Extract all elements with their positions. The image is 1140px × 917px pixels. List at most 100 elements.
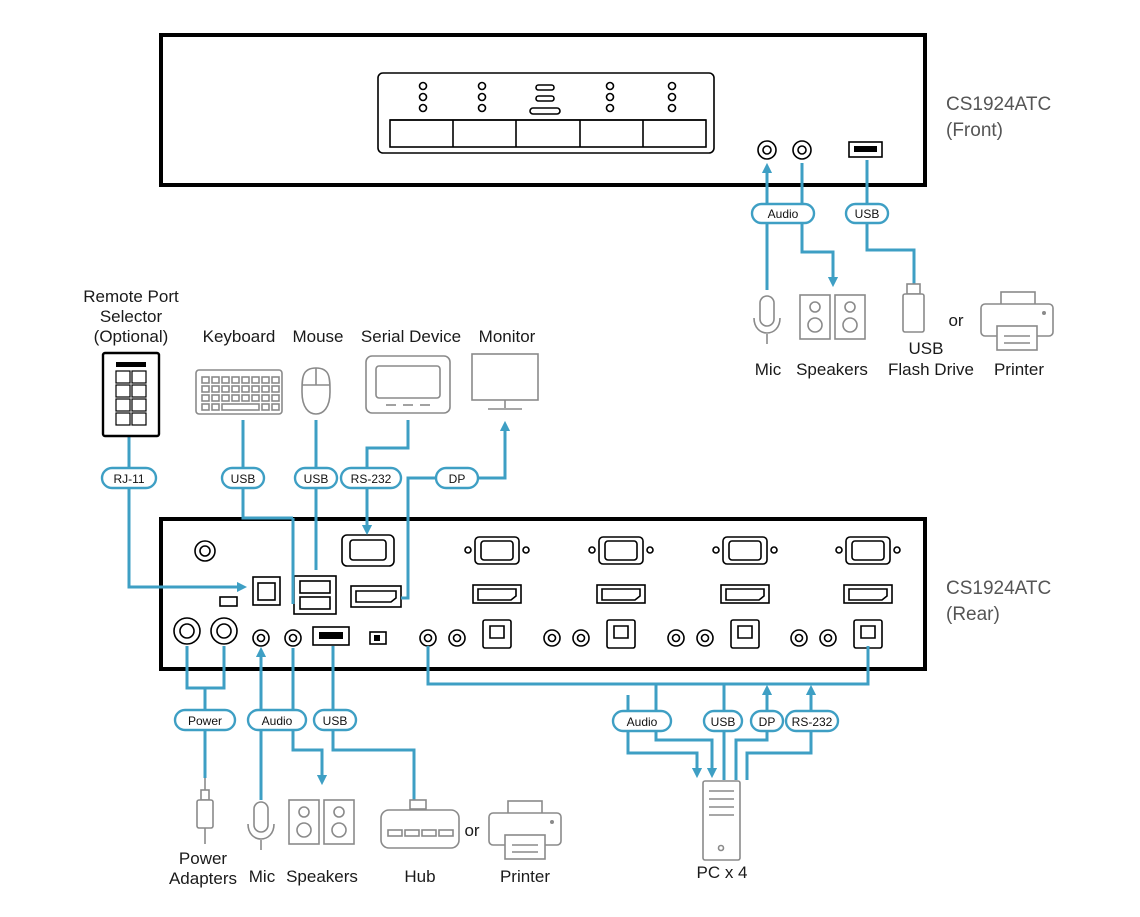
remote-port-selector-label-3: (Optional)	[94, 327, 169, 346]
pc-tower-icon	[702, 780, 741, 861]
keyboard-key	[261, 385, 270, 393]
pc-port-4-audio-jack-core	[823, 633, 833, 643]
pc-port-2-dp	[596, 584, 646, 604]
pc-audio-label: Audio	[627, 715, 658, 729]
pc-port-3-audio-jack-core	[671, 633, 681, 643]
keyboard-key	[211, 394, 220, 402]
rj11-label: RJ-11	[113, 472, 144, 486]
pc-port-3-serial-screw	[770, 546, 778, 554]
rear-usb-label: USB	[323, 714, 348, 728]
rear-view-label: (Rear)	[946, 604, 1000, 625]
keyboard-key	[201, 403, 210, 411]
keyboard-key	[231, 394, 240, 402]
serial-device-label: Serial Device	[361, 327, 461, 346]
power-adapter-icon	[196, 778, 214, 844]
monitor-icon	[471, 353, 539, 410]
pc-port-3-audio-jack-core	[700, 633, 710, 643]
front-printer-label: Printer	[994, 360, 1044, 379]
keyboard-key	[211, 403, 220, 411]
rear-model-label: CS1924ATC	[946, 578, 1051, 599]
keyboard-key	[201, 376, 210, 384]
rear-speakers-icon	[288, 799, 355, 845]
pc-port-3-serial-inner	[728, 540, 762, 561]
pc-port-2-dp-inner	[601, 588, 641, 601]
pc-port-2-serial-screw	[588, 546, 596, 554]
pc-port-3-serial	[722, 536, 768, 565]
cable-labels: Audio USB RJ-11 USB USB RS-232 DP Power …	[100, 202, 890, 733]
front-unit	[159, 33, 927, 187]
pc-port-4-audio-jack	[790, 629, 808, 647]
pc-port-4-dp	[843, 584, 893, 604]
pc-port-1-audio-jack-core	[452, 633, 462, 643]
pc-port-4-audio-jack	[819, 629, 837, 647]
keyboard-key	[251, 385, 260, 393]
pc-port-3-audio-jack	[667, 629, 685, 647]
serial-device-icon	[365, 355, 451, 414]
pc-port-4-serial-screw	[893, 546, 901, 554]
keyboard-key	[261, 394, 270, 402]
keyboard-key	[211, 385, 220, 393]
keyboard-key	[251, 376, 260, 384]
keyboard-key	[231, 376, 240, 384]
pc-port-1-serial-screw	[464, 546, 472, 554]
keyboard-key	[221, 376, 230, 384]
keyboard-key	[271, 376, 280, 384]
pc-port-2-audio-jack-core	[547, 633, 557, 643]
pc-port-3-dp-inner	[725, 588, 765, 601]
mouse-icon	[301, 367, 331, 415]
pc-port-2-usb-b	[606, 619, 636, 649]
pc-port-2-serial	[598, 536, 644, 565]
hub-icon	[380, 799, 460, 849]
rear-or-label: or	[464, 821, 479, 840]
keyboard-key	[201, 394, 210, 402]
keyboard-usb-label: USB	[231, 472, 256, 486]
pc-port-4-dp-inner	[848, 588, 888, 601]
pc-port-1-usb-b-inner	[489, 625, 505, 639]
pc-port-1-audio-jack	[448, 629, 466, 647]
keyboard-key	[261, 403, 270, 411]
keyboard-key	[271, 394, 280, 402]
pc-dp-label: DP	[759, 715, 776, 729]
front-model-label: CS1924ATC	[946, 94, 1051, 115]
rs232-label: RS-232	[351, 472, 392, 486]
front-audio-label: Audio	[768, 207, 799, 221]
keyboard-key	[201, 385, 210, 393]
front-speakers-label: Speakers	[796, 360, 868, 379]
keyboard-key	[221, 394, 230, 402]
power-adapters-label-2: Adapters	[169, 869, 237, 888]
remote-port-selector-icon	[101, 351, 161, 438]
remote-port-selector-label-1: Remote Port	[83, 287, 179, 306]
pc-port-1-serial-inner	[480, 540, 514, 561]
keyboard-key	[221, 385, 230, 393]
pc-port-4-serial-screw	[835, 546, 843, 554]
cables	[127, 160, 916, 800]
usb-flash-drive-label-1: USB	[909, 339, 944, 358]
pc-port-1-serial-screw	[522, 546, 530, 554]
pc-rs232-label: RS-232	[792, 715, 833, 729]
pc-port-3-usb-b-inner	[737, 625, 753, 639]
pc-label: PC x 4	[696, 863, 747, 882]
remote-port-selector-label-2: Selector	[100, 307, 163, 326]
keyboard-key	[241, 376, 250, 384]
pc-port-4-serial-inner	[851, 540, 885, 561]
front-or-label: or	[948, 311, 963, 330]
pc-port-2-serial-screw	[646, 546, 654, 554]
pc-port-2-audio-jack	[572, 629, 590, 647]
front-speakers-icon	[799, 294, 866, 340]
usb-flash-drive-icon	[902, 283, 925, 333]
keyboard-label: Keyboard	[203, 327, 276, 346]
pc-port-1-dp	[472, 584, 522, 604]
keyboard-key	[251, 394, 260, 402]
keyboard-key	[271, 403, 280, 411]
keyboard-key	[211, 376, 220, 384]
front-mic-icon	[753, 295, 781, 344]
pc-usb-label: USB	[711, 715, 736, 729]
dp-label: DP	[449, 472, 466, 486]
keyboard-icon	[195, 369, 283, 415]
pc-port-3-serial-screw	[712, 546, 720, 554]
mouse-usb-label: USB	[304, 472, 329, 486]
pc-port-2-usb-b-inner	[613, 625, 629, 639]
power-adapters-label-1: Power	[179, 849, 228, 868]
pc-port-4-usb-b-inner	[860, 625, 876, 639]
